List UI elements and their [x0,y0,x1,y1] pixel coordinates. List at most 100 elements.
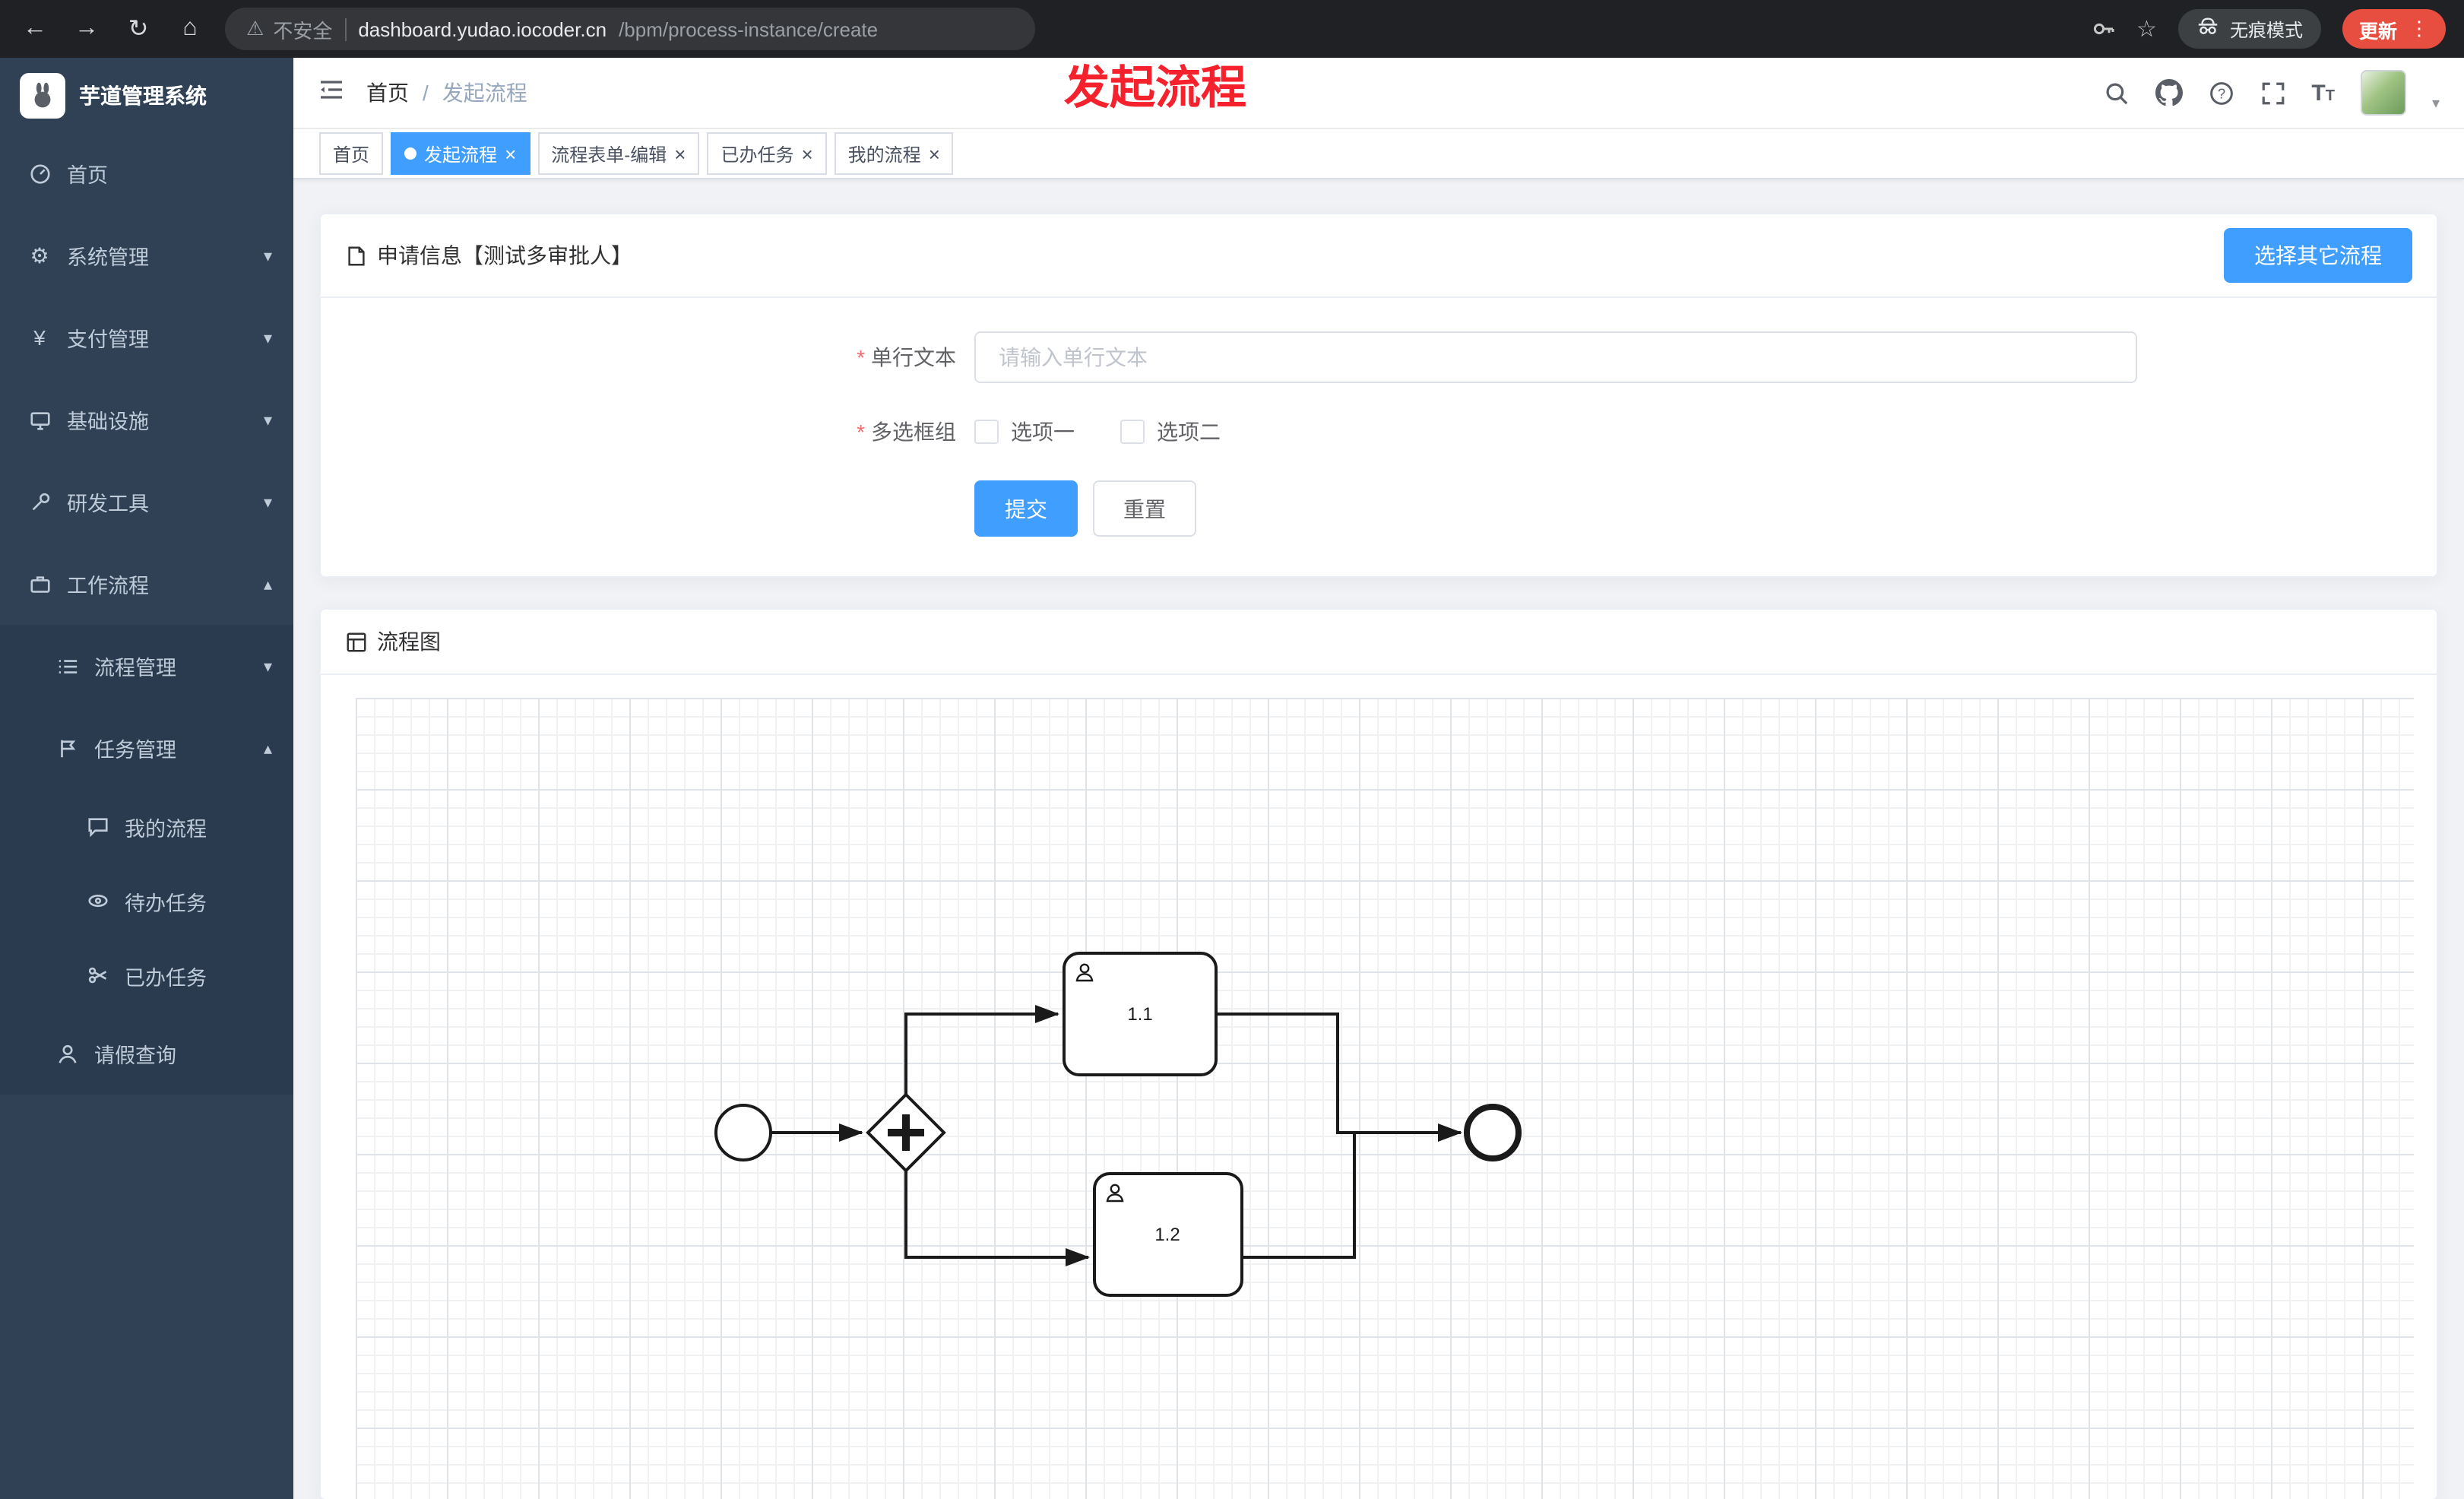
reset-button[interactable]: 重置 [1093,480,1196,537]
sidebar-toggle-icon[interactable] [318,75,345,110]
sidebar-item-done-task[interactable]: 已办任务 [0,938,293,1013]
question-glyph: ? [2217,85,2225,100]
sidebar-item-task-manage[interactable]: 任务管理 ▴ [0,707,293,789]
single-line-text-input[interactable] [974,331,2137,383]
scissors-icon [85,963,109,987]
tab-home[interactable]: 首页 [319,132,384,175]
active-dot [404,147,417,160]
avatar-dropdown-icon[interactable]: ▾ [2431,95,2440,112]
sidebar-item-devtools[interactable]: 研发工具 ▾ [0,461,293,543]
sidebar-item-process-manage[interactable]: 流程管理 ▾ [0,625,293,707]
sidebar-item-label: 研发工具 [67,493,149,515]
tools-icon [27,490,52,514]
close-icon[interactable]: × [801,142,813,165]
help-icon[interactable]: ? [2208,80,2234,106]
diagram-title: 流程图 [345,626,441,657]
annotation-title: 发起流程 [1064,64,1246,114]
tab-form-edit[interactable]: 流程表单-编辑 × [537,132,700,175]
sidebar-item-label: 基础设施 [67,410,149,433]
card-title-text: 流程图 [377,629,441,654]
list-icon [55,654,79,678]
sidebar-item-payment[interactable]: ¥ 支付管理 ▾ [0,296,293,379]
diagram-header: 流程图 [321,610,2437,675]
task-label: 1.2 [1154,1225,1180,1245]
home-icon[interactable]: ⌂ [182,15,198,41]
flag-icon [55,736,79,760]
breadcrumb: 首页 / 发起流程 [366,78,527,108]
chevron-down-icon: ▾ [263,329,272,347]
app-logo-row[interactable]: 芋道管理系统 [0,58,293,132]
sidebar-item-label: 任务管理 [94,739,176,762]
url-path: /bpm/process-instance/create [619,17,879,40]
chevron-down-icon: ▾ [263,411,272,429]
checkbox-option-2: 选项二 [1120,417,1221,447]
app-title: 芋道管理系统 [79,83,207,107]
required-mark: * [857,345,865,369]
reload-icon[interactable]: ↻ [128,17,149,43]
apply-info-card: 申请信息【测试多审批人】 选择其它流程 *单行文本 [319,213,2438,578]
font-size-large-glyph: T [2311,80,2326,106]
task-label: 1.1 [1127,1004,1152,1025]
page-content: 申请信息【测试多审批人】 选择其它流程 *单行文本 [293,179,2464,1499]
text-field-row: *单行文本 [321,331,2437,383]
browser-toolbar: ← → ↻ ⌂ ⚠ 不安全 dashboard.yudao.iocoder.cn… [0,0,2464,58]
update-button[interactable]: 更新 ⋮ [2342,9,2446,49]
fullscreen-icon[interactable] [2260,80,2285,106]
close-icon[interactable]: × [505,142,517,165]
apply-form: *单行文本 *多选框组 选项一 [321,298,2437,576]
sidebar-item-my-process[interactable]: 我的流程 [0,789,293,864]
font-size-small-glyph: T [2325,87,2335,104]
card-title-text: 申请信息【测试多审批人】 [377,243,632,268]
key-icon[interactable] [2091,17,2115,41]
github-icon[interactable] [2155,79,2183,106]
close-icon[interactable]: × [674,142,686,165]
sidebar-item-label: 待办任务 [125,892,207,914]
sidebar-item-home[interactable]: 首页 [0,132,293,214]
chevron-up-icon: ▴ [263,575,272,594]
back-icon[interactable]: ← [23,15,47,41]
workflow-submenu: 流程管理 ▾ 任务管理 ▴ [0,625,293,1095]
browser-menu-icon[interactable]: ⋮ [2409,17,2429,40]
forward-icon[interactable]: → [74,15,99,41]
avatar[interactable] [2360,70,2406,116]
bpmn-canvas[interactable]: 1.1 1.2 [356,698,2414,1499]
breadcrumb-home[interactable]: 首页 [366,81,409,105]
parallel-gateway [866,1092,946,1173]
breadcrumb-current: 发起流程 [442,81,527,105]
close-icon[interactable]: × [928,142,940,165]
warning-icon: ⚠ [246,17,264,40]
chevron-down-icon: ▾ [263,247,272,265]
chat-bubble-icon [85,814,109,838]
sequence-flows [771,1005,1462,1266]
security-status[interactable]: ⚠ 不安全 [246,14,332,43]
choose-other-process-button[interactable]: 选择其它流程 [2224,228,2412,283]
tab-start-process[interactable]: 发起流程 × [391,132,530,175]
sidebar-item-label: 请假查询 [94,1044,176,1067]
tab-my-process[interactable]: 我的流程 × [834,132,954,175]
security-label: 不安全 [273,19,333,42]
tags-view: 首页 发起流程 × 流程表单-编辑 × 已办任务 × 我的流程 × [293,129,2464,179]
sidebar: 芋道管理系统 首页 ⚙ 系统管理 ▾ ¥ 支付管理 ▾ [0,58,293,1499]
chevron-down-icon: ▾ [263,658,272,676]
sidebar-item-system[interactable]: ⚙ 系统管理 ▾ [0,214,293,296]
sidebar-item-todo-task[interactable]: 待办任务 [0,864,293,938]
bookmark-star-icon[interactable]: ☆ [2136,17,2157,43]
sidebar-item-label: 我的流程 [125,817,207,840]
search-icon[interactable] [2103,80,2129,106]
user-task-icon [1075,963,1094,982]
checkbox-icon[interactable] [1120,420,1145,444]
monitor-icon [27,407,52,432]
sidebar-item-leave-query[interactable]: 请假查询 [0,1013,293,1095]
tab-label: 已办任务 [721,144,794,165]
main-area: 首页 / 发起流程 [293,58,2464,1499]
url-bar[interactable]: ⚠ 不安全 dashboard.yudao.iocoder.cn/bpm/pro… [225,8,1035,50]
tab-label: 首页 [333,144,370,165]
sidebar-item-infrastructure[interactable]: 基础设施 ▾ [0,379,293,461]
checkbox-icon[interactable] [974,420,999,444]
tab-done-task[interactable]: 已办任务 × [707,132,827,175]
sidebar-item-label: 系统管理 [67,246,149,269]
submit-button[interactable]: 提交 [974,480,1078,537]
sidebar-item-workflow[interactable]: 工作流程 ▴ [0,543,293,625]
